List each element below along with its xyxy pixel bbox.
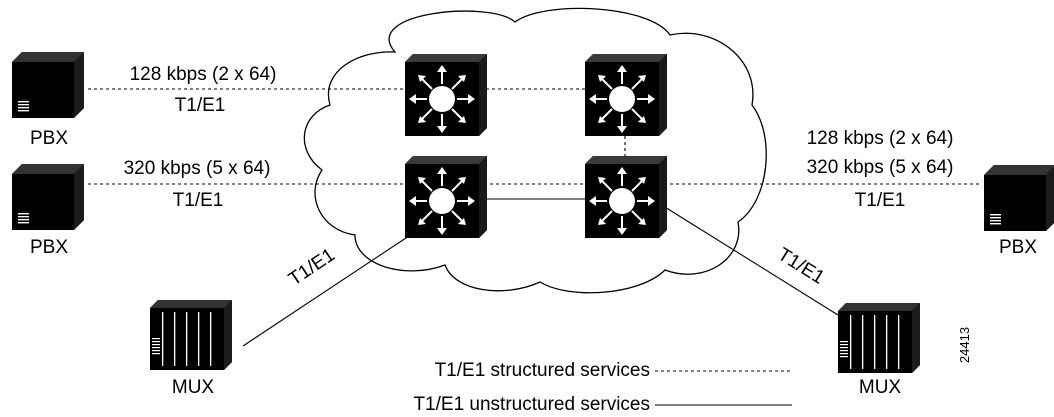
figure-id: 24413 bbox=[957, 327, 972, 363]
pbx-icon-1 bbox=[12, 52, 84, 118]
router-bottom-right bbox=[585, 156, 667, 238]
router-top-left bbox=[405, 54, 487, 136]
link-router4-mux2 bbox=[659, 203, 847, 321]
legend-structured-label: T1/E1 structured services bbox=[435, 360, 650, 381]
pbx3-rate-label-a: 128 kbps (2 x 64) bbox=[807, 128, 954, 149]
pbx2-type-label: T1/E1 bbox=[173, 190, 224, 211]
pbx1-rate-label: 128 kbps (2 x 64) bbox=[130, 64, 277, 85]
pbx-icon-2 bbox=[12, 164, 84, 230]
network-cloud bbox=[303, 7, 767, 294]
mux1-type-label: T1/E1 bbox=[285, 245, 339, 291]
mux-icon-1 bbox=[150, 300, 232, 370]
mux-label-2: MUX bbox=[859, 377, 902, 398]
pbx3-rate-label-b: 320 kbps (5 x 64) bbox=[807, 157, 954, 178]
pbx2-rate-label: 320 kbps (5 x 64) bbox=[124, 158, 271, 179]
mux-icon-2 bbox=[838, 303, 920, 373]
pbx-label-3: PBX bbox=[999, 237, 1037, 258]
router-top-right bbox=[585, 54, 667, 136]
legend-unstructured-label: T1/E1 unstructured services bbox=[413, 394, 650, 415]
mux-label-1: MUX bbox=[172, 377, 215, 398]
router-bottom-left bbox=[405, 156, 487, 238]
pbx-icon-3 bbox=[984, 165, 1054, 231]
pbx3-type-label: T1/E1 bbox=[855, 190, 906, 211]
mux2-type-label: T1/E1 bbox=[774, 244, 828, 289]
pbx-label-1: PBX bbox=[30, 128, 68, 149]
link-mux1-router3 bbox=[242, 229, 419, 347]
pbx1-type-label: T1/E1 bbox=[175, 95, 226, 116]
pbx-label-2: PBX bbox=[30, 237, 68, 258]
